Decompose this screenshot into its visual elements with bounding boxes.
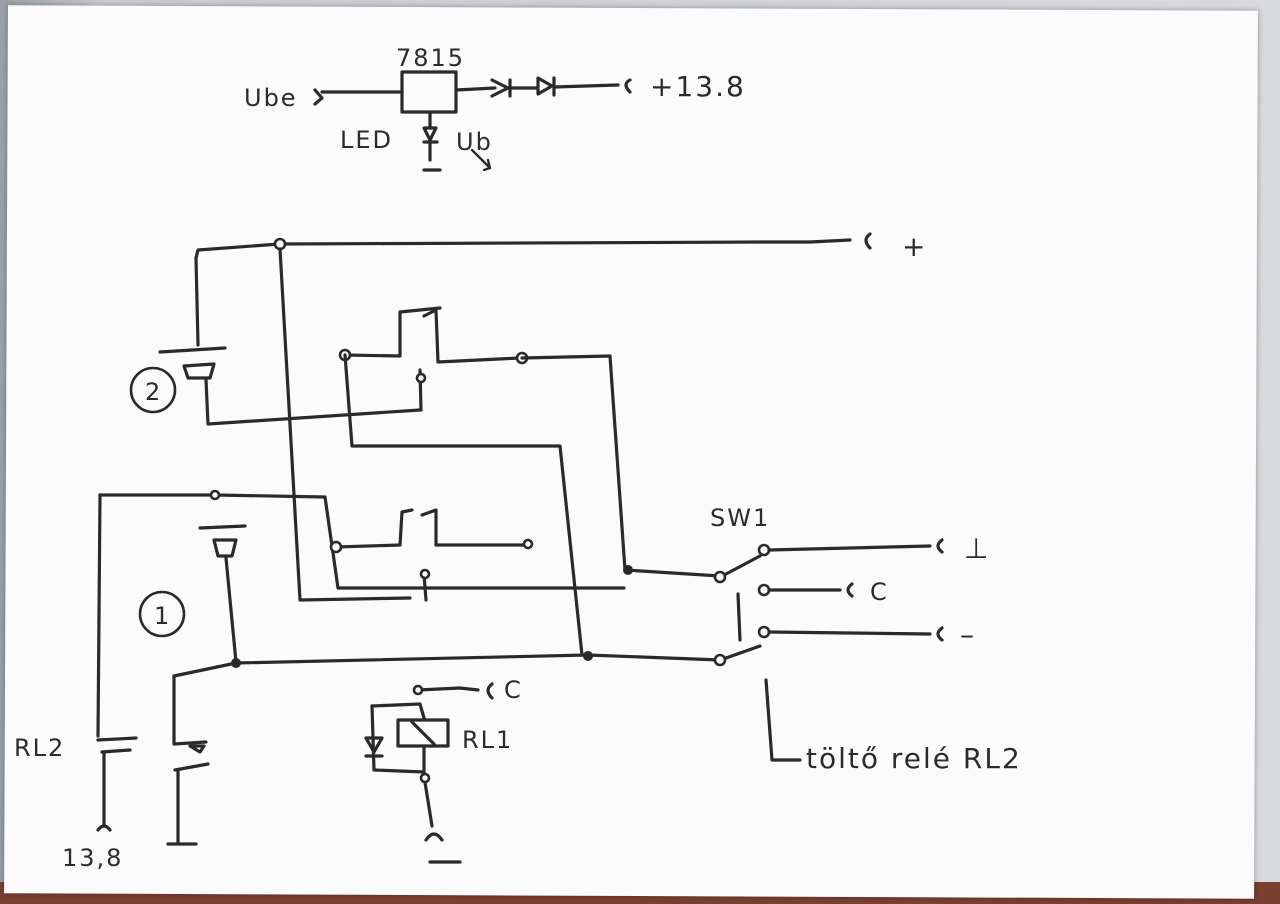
contact2-body <box>182 362 216 380</box>
rl1-c-terminal <box>486 682 494 700</box>
upper-top <box>343 306 442 358</box>
regulator-7815-box <box>400 70 458 114</box>
sw1-common-a <box>713 570 727 584</box>
sw1-section: SW1 ⊥ C – töltő relé RL2 <box>623 504 1022 775</box>
rl1-label: RL1 <box>462 726 513 754</box>
rl2-ground-contact <box>166 762 210 846</box>
lower-top-node <box>209 489 221 501</box>
marker-2-circle <box>129 366 177 414</box>
plus-terminal <box>864 232 872 250</box>
contact1-top <box>198 524 247 530</box>
upper-loop <box>343 353 584 657</box>
sw1-in-node <box>623 565 633 575</box>
sw1-linkage <box>736 592 742 642</box>
upper-right-wire <box>520 354 627 572</box>
lower-contact-block <box>98 489 626 602</box>
led-label: LED <box>340 126 393 154</box>
diode-1-symbol <box>490 78 510 98</box>
rl1-coil-slash <box>410 720 436 746</box>
regulator-label: 7815 <box>396 44 465 72</box>
contact1-body <box>212 538 238 558</box>
rl2-supply-terminal <box>96 824 112 832</box>
rl2-left-wire <box>172 674 208 746</box>
out-wire <box>552 83 620 89</box>
rl1-coil-top <box>370 702 426 720</box>
rl1-lower-node <box>419 772 431 784</box>
marker1-section: 1 <box>138 524 722 754</box>
note-leader <box>764 678 802 762</box>
rl1-top-wire <box>416 686 480 692</box>
sw1-out-3 <box>767 630 932 636</box>
upper-contact-block <box>338 306 627 657</box>
ube-label: Ube <box>244 84 298 112</box>
note-label: töltő relé RL2 <box>806 742 1022 775</box>
contact2-top <box>158 346 227 354</box>
rl1-top-node <box>412 684 424 696</box>
regulator-out-wire <box>454 86 497 92</box>
plus-vertical <box>278 247 412 602</box>
plus-rail-end <box>768 238 852 244</box>
rl2-label: RL2 <box>14 734 65 762</box>
sw1-label: SW1 <box>710 504 770 532</box>
main-rails: + 2 <box>129 230 927 602</box>
rl1-bottom-terminal <box>424 832 444 842</box>
rl2-contact-tip <box>188 744 206 754</box>
sw1-out-1 <box>767 544 932 552</box>
out-13-8-label: +13.8 <box>650 70 746 103</box>
rl2-contact-a <box>96 736 138 742</box>
c-label: C <box>870 578 889 606</box>
plus-label: + <box>902 230 927 263</box>
sw1-common-b <box>713 653 727 667</box>
plus-rail <box>194 240 772 260</box>
regulator-section: Ube 7815 LED Ub +13.8 <box>244 44 746 172</box>
ground-terminal <box>936 538 944 554</box>
lower-top-rail <box>98 493 626 590</box>
rl2-contact-b <box>100 748 132 754</box>
ground-label: ⊥ <box>964 532 990 565</box>
ube-arrow-label: Ub <box>456 128 493 156</box>
minus-terminal <box>936 626 944 642</box>
marker-2-label: 2 <box>145 378 162 406</box>
c-terminal <box>846 582 854 598</box>
sw1-in-wire <box>623 568 722 578</box>
lower-node-left <box>329 540 343 554</box>
led-light-arrow <box>470 148 492 172</box>
lower-mid-node <box>419 568 431 580</box>
lower-left <box>334 508 414 549</box>
contact2-wire <box>194 256 200 347</box>
diode-2-symbol <box>536 76 554 96</box>
upper-mid-node <box>415 372 427 384</box>
marker-1-circle <box>138 590 186 638</box>
upper-contact <box>422 308 522 364</box>
rl1-diode-loop <box>370 704 426 774</box>
rl2-vertical <box>96 493 102 738</box>
rl2-section: RL2 13,8 <box>14 493 210 872</box>
led-symbol <box>422 126 438 142</box>
lower-right <box>420 508 528 547</box>
rl1-c-label: C <box>504 676 523 704</box>
rl2-supply-label: 13,8 <box>62 844 123 872</box>
out-terminal <box>624 78 632 94</box>
marker-1-label: 1 <box>154 602 171 630</box>
minus-label: – <box>960 618 976 651</box>
bottom-rail-node <box>583 651 593 661</box>
bottom-rail <box>172 653 722 678</box>
rl1-lower-wire <box>422 744 434 828</box>
rl1-section: C RL1 <box>364 676 523 864</box>
contact1-wire <box>224 556 238 664</box>
lower-node-right <box>522 538 534 550</box>
sw1-lever-b <box>724 644 762 660</box>
ube-input-arrow <box>313 88 324 106</box>
contact2-return <box>204 378 422 426</box>
rl1-diode <box>364 736 384 754</box>
sw1-lever-a <box>724 554 762 576</box>
